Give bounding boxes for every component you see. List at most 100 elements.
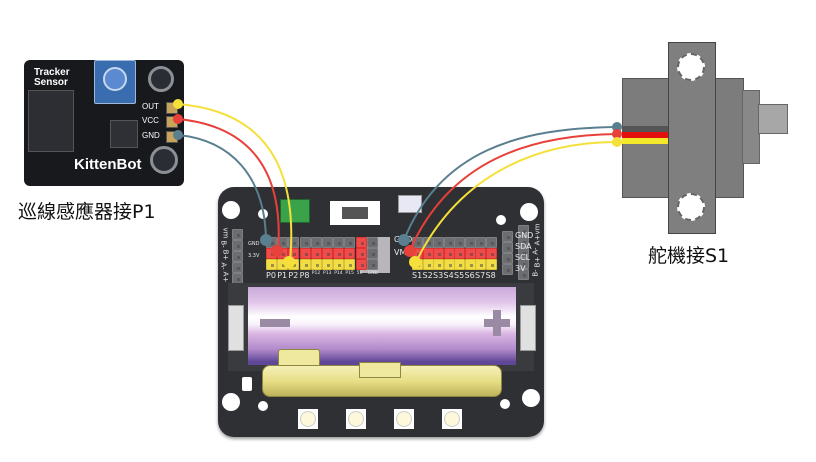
- servo-mount-flange: [668, 42, 716, 234]
- wire-end-dot: [283, 256, 295, 268]
- wire-signal-sensor: [177, 103, 293, 263]
- pin-p15-vcc: [344, 248, 356, 259]
- wire-power-sensor: [177, 118, 280, 253]
- servo-pin-vm: [485, 248, 497, 259]
- wire-ground-servo: [403, 126, 618, 241]
- pin-p12-vcc: [310, 248, 322, 259]
- motor-pin-right: [518, 247, 529, 258]
- i2c-label-scl: SCL: [515, 253, 531, 262]
- servo-pin-signal: [485, 259, 497, 270]
- sensor-brand: KittenBot: [74, 156, 142, 173]
- servo-label-s7: S7: [475, 271, 486, 280]
- wire-end-dot: [260, 234, 272, 246]
- pin-label-p1: P1: [277, 271, 288, 280]
- servo-label-s8: S8: [485, 271, 496, 280]
- servo-label-s3: S3: [433, 271, 444, 280]
- led-button-2[interactable]: [346, 409, 366, 429]
- comparator-chip: [110, 120, 138, 148]
- led-button-4[interactable]: [442, 409, 462, 429]
- battery-clip-negative: [228, 305, 244, 351]
- motor-pin-left: [232, 251, 243, 262]
- i2c-pin: [502, 264, 513, 275]
- wire-end-dot: [398, 234, 410, 246]
- reset-button[interactable]: [242, 377, 252, 391]
- pin-p15-signal: [344, 259, 356, 270]
- servo-label-s6: S6: [464, 271, 475, 280]
- motor-pin-left: [232, 240, 243, 251]
- pin-p2-vcc: [288, 248, 300, 259]
- pin-p8-signal: [299, 259, 311, 270]
- wire-signal-servo: [415, 141, 618, 263]
- sensor-title: Tracker Sensor: [34, 68, 70, 88]
- wire-end-dot: [612, 122, 622, 132]
- wire-end-dot: [173, 99, 183, 109]
- board-hole: [520, 203, 538, 221]
- pin-p15-gnd: [344, 237, 356, 248]
- pin-p14-vcc: [333, 248, 345, 259]
- pin-5v-vcc: [355, 248, 367, 259]
- usb-port[interactable]: [398, 195, 422, 213]
- battery-clip-positive: [520, 305, 536, 351]
- microbit-slot: [262, 362, 502, 397]
- servo-label-s5: S5: [454, 271, 465, 280]
- wire-end-dot: [612, 137, 622, 147]
- led-button-3[interactable]: [394, 409, 414, 429]
- potentiometer: [94, 60, 136, 104]
- i2c-pin: [502, 231, 513, 242]
- pin-label-p13: P13: [323, 271, 332, 276]
- pin-p13-signal: [322, 259, 333, 270]
- wire-end-dot: [271, 245, 283, 257]
- tracker-sensor-module: Tracker Sensor OUT VCC GND KittenBot: [24, 60, 184, 186]
- pin-5v-gnd: [355, 237, 367, 248]
- sensor-caption: 巡線感應器接P1: [18, 201, 156, 223]
- pin-label-out: OUT: [142, 102, 159, 111]
- pin-label-p14: P14: [334, 271, 343, 276]
- pin-p13-gnd: [322, 237, 333, 248]
- led-button-1[interactable]: [298, 409, 318, 429]
- servo-cable-power: [622, 132, 668, 138]
- pin-label-gnd: GND: [367, 271, 379, 276]
- pin-label-p2: P2: [288, 271, 299, 280]
- motor-pin-right: [518, 269, 529, 280]
- robotbit-expansion-board: GND 3.3V GND VM P0P1P2P8P12P13P14P155VGN…: [218, 187, 544, 437]
- board-hole: [522, 389, 540, 407]
- wire-end-dot: [173, 114, 183, 124]
- pin-p14-gnd: [333, 237, 345, 248]
- pin-p12-gnd: [310, 237, 322, 248]
- row-label-gnd: GND: [248, 241, 260, 247]
- power-switch[interactable]: [330, 201, 380, 225]
- wire-end-dot: [404, 245, 416, 257]
- servo-mount-hole-top: [677, 53, 705, 81]
- pin-p8-gnd: [299, 237, 311, 248]
- pin-label-p12: P12: [311, 271, 321, 276]
- pin-gnd-gnd: [366, 237, 378, 248]
- motor-pin-left: [232, 262, 243, 273]
- pin-gnd-signal: [366, 259, 378, 270]
- wire-end-dot: [409, 256, 421, 268]
- servo-pin-gnd: [485, 237, 497, 248]
- board-hole: [222, 393, 240, 411]
- board-hole: [500, 399, 510, 409]
- motor-pin-right: [518, 225, 529, 236]
- pin-p14-signal: [333, 259, 345, 270]
- pin-p13-vcc: [322, 248, 333, 259]
- row-label-servo-vm: VM: [394, 248, 407, 257]
- pin-gnd-vcc: [366, 248, 378, 259]
- i2c-label-gnd: GND: [515, 231, 534, 240]
- pin-label-p0: P0: [266, 271, 276, 280]
- power-terminal-block: [280, 199, 310, 223]
- servo-label-s2: S2: [422, 271, 433, 280]
- pin-label-gnd: GND: [142, 131, 160, 140]
- sensor-title-line1: Tracker: [34, 67, 70, 78]
- mount-hole-top: [148, 66, 174, 92]
- mount-hole-bottom: [150, 146, 178, 174]
- minus-icon: [260, 319, 290, 327]
- servo-caption: 舵機接S1: [648, 245, 730, 267]
- plus-icon-v: [493, 310, 501, 336]
- pin-5v-signal: [355, 259, 367, 270]
- pin-label-p8: P8: [299, 271, 310, 280]
- i2c-pin: [502, 242, 513, 253]
- pin-p8-vcc: [299, 248, 311, 259]
- motor-pin-right: [518, 258, 529, 269]
